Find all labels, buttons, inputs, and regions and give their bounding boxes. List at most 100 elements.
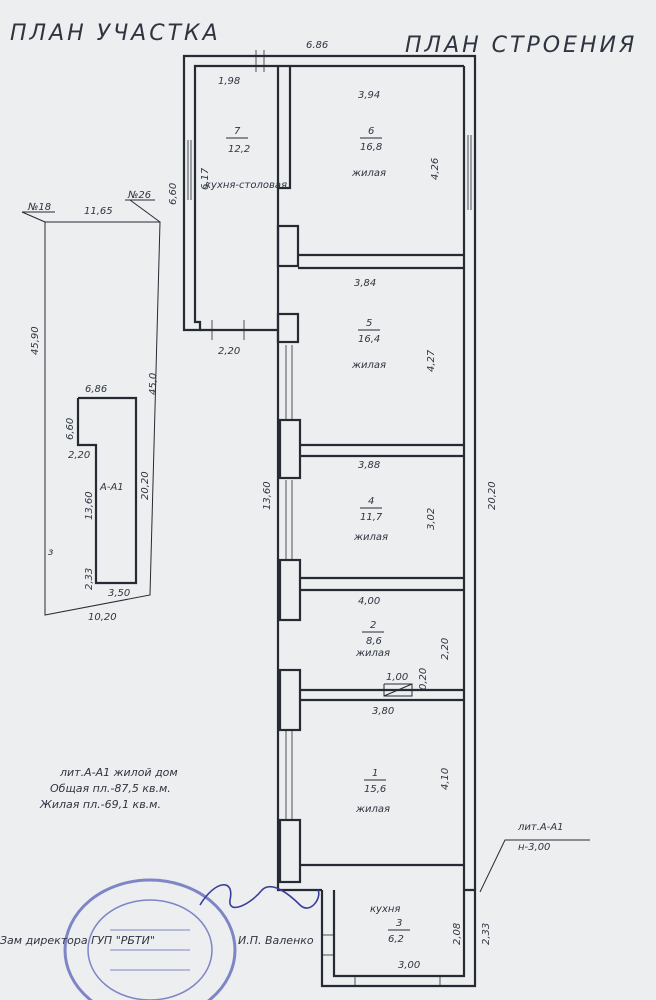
- callout-lit: лит.А-А1: [517, 822, 564, 833]
- wall-pier: [276, 224, 300, 268]
- signature-scribble: [199, 884, 320, 909]
- main-outer-wall-right: [278, 54, 477, 890]
- dim-annex-height: 6,60: [168, 183, 179, 205]
- stamp-inner-ring: [87, 899, 213, 1000]
- room-area: 11,7: [360, 512, 383, 523]
- room-number: 3: [396, 918, 402, 929]
- room-name: кухня-столовая: [205, 180, 287, 191]
- kitchen-outer-wall: [320, 888, 477, 988]
- room-3: кухня 3 6,2: [370, 904, 410, 945]
- room-name: жилая: [355, 648, 390, 659]
- kitchen-inner-wall: [332, 890, 466, 978]
- room6-left-wall: [278, 66, 292, 190]
- house-bottom-left-dim: 2,33: [84, 568, 95, 590]
- neighbor-right-label: №26: [127, 190, 151, 201]
- room-name: жилая: [355, 804, 390, 815]
- dim-total-length: 20,20: [487, 481, 498, 510]
- room-area: 16,8: [360, 142, 382, 153]
- site-left-length: 45,90: [30, 326, 41, 355]
- site-right-length: 45,0: [148, 373, 159, 395]
- room-name: кухня: [370, 904, 400, 915]
- house-right-dim: 20,20: [140, 471, 151, 500]
- dim-annex-inner: 6,17: [200, 167, 211, 190]
- room-width: 3,80: [372, 706, 394, 717]
- closet-diagonal: [383, 683, 413, 697]
- room-number: 1: [372, 768, 378, 779]
- site-plan: №18 №26 11,65 45,90 45,0 10,20 з 6,86 6,…: [21, 190, 161, 623]
- site-mark: з: [48, 547, 53, 558]
- site-top-width: 11,65: [84, 206, 113, 217]
- callout-height: н-3,00: [518, 842, 550, 853]
- room-5: 3,84 5 16,4 жилая 4,27: [351, 278, 437, 372]
- room-2: 4,00 2 8,6 жилая 2,20: [355, 596, 451, 660]
- site-plan-title: ПЛАН УЧАСТКА: [10, 21, 221, 46]
- wall-pier: [278, 818, 302, 884]
- area-notes: лит.А-А1 жилой дом Общая пл.-87,5 кв.м. …: [39, 766, 178, 811]
- dim-kitchen-side: 2,33: [481, 923, 492, 945]
- room-area: 15,6: [364, 784, 386, 795]
- wall-pier: [278, 418, 302, 480]
- house-bottom-dim: 3,50: [108, 588, 130, 599]
- room-area: 16,4: [358, 334, 380, 345]
- site-bottom-width: 10,20: [88, 612, 117, 623]
- wall-pier: [278, 668, 302, 732]
- room-number: 7: [234, 126, 241, 137]
- house-step-dim: 2,20: [68, 450, 90, 461]
- wall-pier: [278, 558, 302, 622]
- wall-pier: [276, 312, 300, 344]
- room-1: 3,80 1 15,6 жилая 4,10: [355, 706, 451, 815]
- neighbor-right-leader: [129, 199, 161, 223]
- callout-leader: [479, 839, 590, 893]
- room-width: 3,84: [354, 278, 376, 289]
- house-top-dim: 6,86: [85, 384, 107, 395]
- note-line-3: Жилая пл.-69,1 кв.м.: [39, 798, 161, 811]
- dim-kitchen-height: 2,08: [452, 923, 463, 945]
- dim-total-width: 6.86: [306, 40, 328, 51]
- neighbor-left-leader: [21, 211, 46, 223]
- room-height: 2,20: [440, 638, 451, 660]
- room-height: 4,10: [440, 768, 451, 790]
- room-width: 3,88: [358, 460, 380, 471]
- room-height: 4,27: [426, 349, 437, 372]
- signature-role: Зам директора ГУП "РБТИ": [0, 934, 155, 947]
- room-6: 3,94 6 16,8 жилая 4,26: [351, 90, 441, 180]
- stamp-lines: [110, 929, 190, 971]
- room-width: 3,94: [358, 90, 380, 101]
- building-plan: 6.86 1,98 6,60 6,17 2,20 20,20 13,60 2,0…: [168, 40, 590, 988]
- closet: [383, 683, 413, 697]
- room-width: 4,00: [358, 596, 380, 607]
- room-7: 7 12,2 кухня-столовая: [205, 126, 287, 191]
- room-height: 3,02: [426, 508, 437, 530]
- signature-name: И.П. Валенко: [238, 934, 314, 947]
- room-number: 5: [366, 318, 372, 329]
- room-area: 12,2: [228, 144, 250, 155]
- stamp-outer-ring: [63, 878, 237, 1000]
- room-4: 3,88 4 11,7 жилая 3,02: [353, 460, 437, 543]
- house-left-lower-dim: 13,60: [84, 491, 95, 520]
- room-name: жилая: [353, 532, 388, 543]
- site-boundary: [44, 221, 161, 616]
- note-line-1: лит.А-А1 жилой дом: [59, 766, 178, 779]
- room-area: 8,6: [366, 636, 382, 647]
- dim-closet-width: 1,00: [386, 672, 408, 683]
- dim-kitchen-width: 3,00: [398, 960, 420, 971]
- house-label: А-А1: [99, 482, 124, 493]
- room-height: 4,26: [430, 158, 441, 180]
- dim-main-left: 13,60: [262, 481, 273, 510]
- dim-annex-top: 1,98: [218, 76, 240, 87]
- room-number: 4: [368, 496, 374, 507]
- room-number: 2: [370, 620, 376, 631]
- building-plan-title: ПЛАН СТРОЕНИЯ: [405, 33, 637, 58]
- house-left-upper-dim: 6,60: [65, 418, 76, 440]
- dim-annex-bottom: 2,20: [218, 346, 240, 357]
- room-name: жилая: [351, 168, 386, 179]
- room-area: 6,2: [388, 934, 404, 945]
- note-line-2: Общая пл.-87,5 кв.м.: [50, 782, 171, 795]
- house-footprint: [76, 396, 138, 585]
- neighbor-left-label: №18: [27, 202, 51, 213]
- room-number: 6: [368, 126, 374, 137]
- official-stamp: [63, 878, 237, 1000]
- annex-outer-wall: [182, 54, 278, 332]
